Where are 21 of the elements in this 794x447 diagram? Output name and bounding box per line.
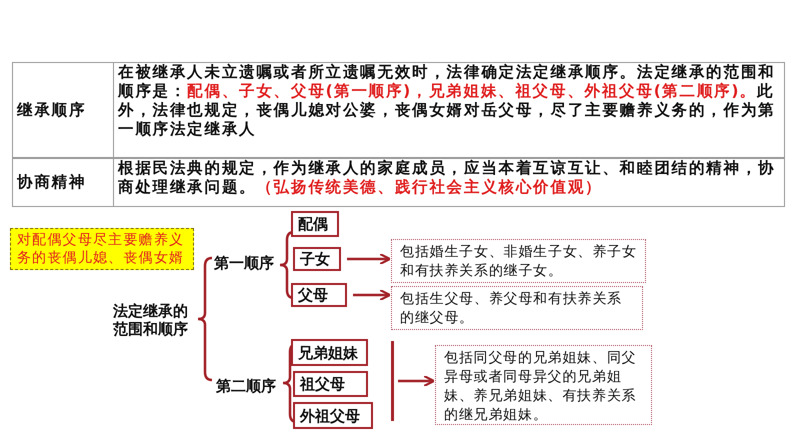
bracket-label: 法定继承的范围和顺序: [113, 302, 189, 338]
table-cell: 协商精神: [12, 158, 114, 207]
vertical-bar: [391, 341, 394, 421]
term-box: 配偶: [291, 211, 339, 237]
term-box: 父母: [291, 283, 347, 307]
term-box: 外祖父母: [293, 402, 373, 429]
bracket-label: 第二顺序: [216, 377, 277, 395]
note-box: 对配偶父母尽主要赡养义务的丧偶儿媳、丧偶女婿: [10, 228, 194, 270]
term-box: 兄弟姐妹: [291, 339, 368, 366]
arrow: [347, 252, 392, 266]
arrow: [353, 288, 392, 302]
arrow: [398, 374, 436, 388]
table-cell: 继承顺序: [12, 62, 114, 158]
description-box: 包括婚生子女、非婚生子女、养子女和有扶养关系的继子女。: [391, 239, 646, 283]
description-box: 包括生父母、养父母和有扶养关系的继父母。: [391, 286, 643, 330]
table-cell: 在被继承人未立遗嘱或者所立遗嘱无效时，法律确定法定继承顺序。法定继承的范围和顺序是：配偶、子女、父母(第一顺序)，兄弟姐妹、祖父母、外祖父母(第二顺序)。此外，法律也规定，丧偶儿媳对公婆，丧偶女婿对岳父母，尽了主要赡养义务的，作为第一顺序法定继承人: [113, 62, 785, 158]
table-cell: 根据民法典的规定，作为继承人的家庭成员，应当本着互谅互让、和睦团结的精神，协商处理继承问题。（弘扬传统美德、践行社会主义核心价值观）: [113, 158, 785, 207]
description-box: 包括同父母的兄弟姐妹、同父异母或者同母异父的兄弟姐妹、养兄弟姐妹、有扶养关系的继兄弟姐妹。: [435, 345, 652, 425]
term-box: 祖父母: [293, 371, 368, 397]
term-box: 子女: [293, 247, 341, 271]
bracket-label: 第一顺序: [214, 254, 275, 272]
